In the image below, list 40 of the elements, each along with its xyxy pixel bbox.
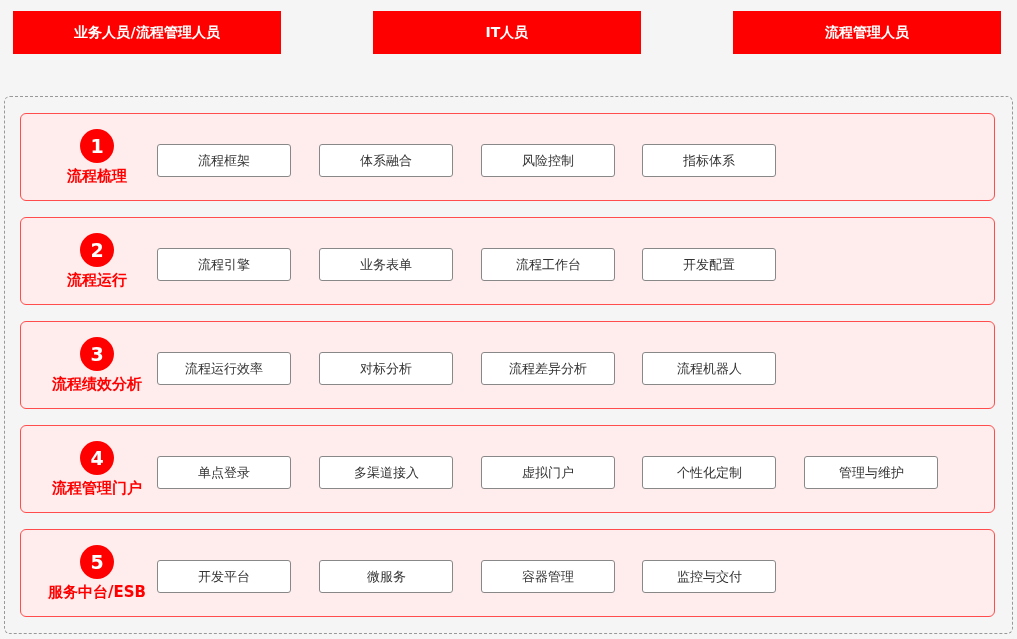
item-box: 流程机器人 <box>642 352 776 385</box>
item-box: 体系融合 <box>319 144 453 177</box>
item-box: 虚拟门户 <box>481 456 615 489</box>
header-box: 流程管理人员 <box>733 11 1001 54</box>
dashed-container <box>4 96 1013 634</box>
item-box: 管理与维护 <box>804 456 938 489</box>
band-panel <box>20 113 995 201</box>
item-box: 对标分析 <box>319 352 453 385</box>
section-title: 流程运行 <box>66 271 128 290</box>
item-box: 风险控制 <box>481 144 615 177</box>
item-box: 流程工作台 <box>481 248 615 281</box>
number-circle: 2 <box>80 233 114 267</box>
number-circle: 4 <box>80 441 114 475</box>
item-box: 单点登录 <box>157 456 291 489</box>
item-box: 流程运行效率 <box>157 352 291 385</box>
header-box: IT人员 <box>373 11 641 54</box>
item-box: 多渠道接入 <box>319 456 453 489</box>
item-box: 容器管理 <box>481 560 615 593</box>
number-circle: 1 <box>80 129 114 163</box>
section-title: 服务中台/ESB <box>47 583 147 602</box>
item-box: 流程引擎 <box>157 248 291 281</box>
section-title: 流程绩效分析 <box>51 375 143 394</box>
item-box: 流程框架 <box>157 144 291 177</box>
section-title: 流程管理门户 <box>51 479 143 498</box>
item-box: 指标体系 <box>642 144 776 177</box>
item-box: 开发平台 <box>157 560 291 593</box>
item-box: 业务表单 <box>319 248 453 281</box>
item-box: 微服务 <box>319 560 453 593</box>
band-panel <box>20 425 995 513</box>
item-box: 监控与交付 <box>642 560 776 593</box>
item-box: 流程差异分析 <box>481 352 615 385</box>
band-panel <box>20 321 995 409</box>
item-box: 开发配置 <box>642 248 776 281</box>
band-panel <box>20 529 995 617</box>
number-circle: 5 <box>80 545 114 579</box>
header-box: 业务人员/流程管理人员 <box>13 11 281 54</box>
band-panel <box>20 217 995 305</box>
section-title: 流程梳理 <box>66 167 128 186</box>
number-circle: 3 <box>80 337 114 371</box>
item-box: 个性化定制 <box>642 456 776 489</box>
